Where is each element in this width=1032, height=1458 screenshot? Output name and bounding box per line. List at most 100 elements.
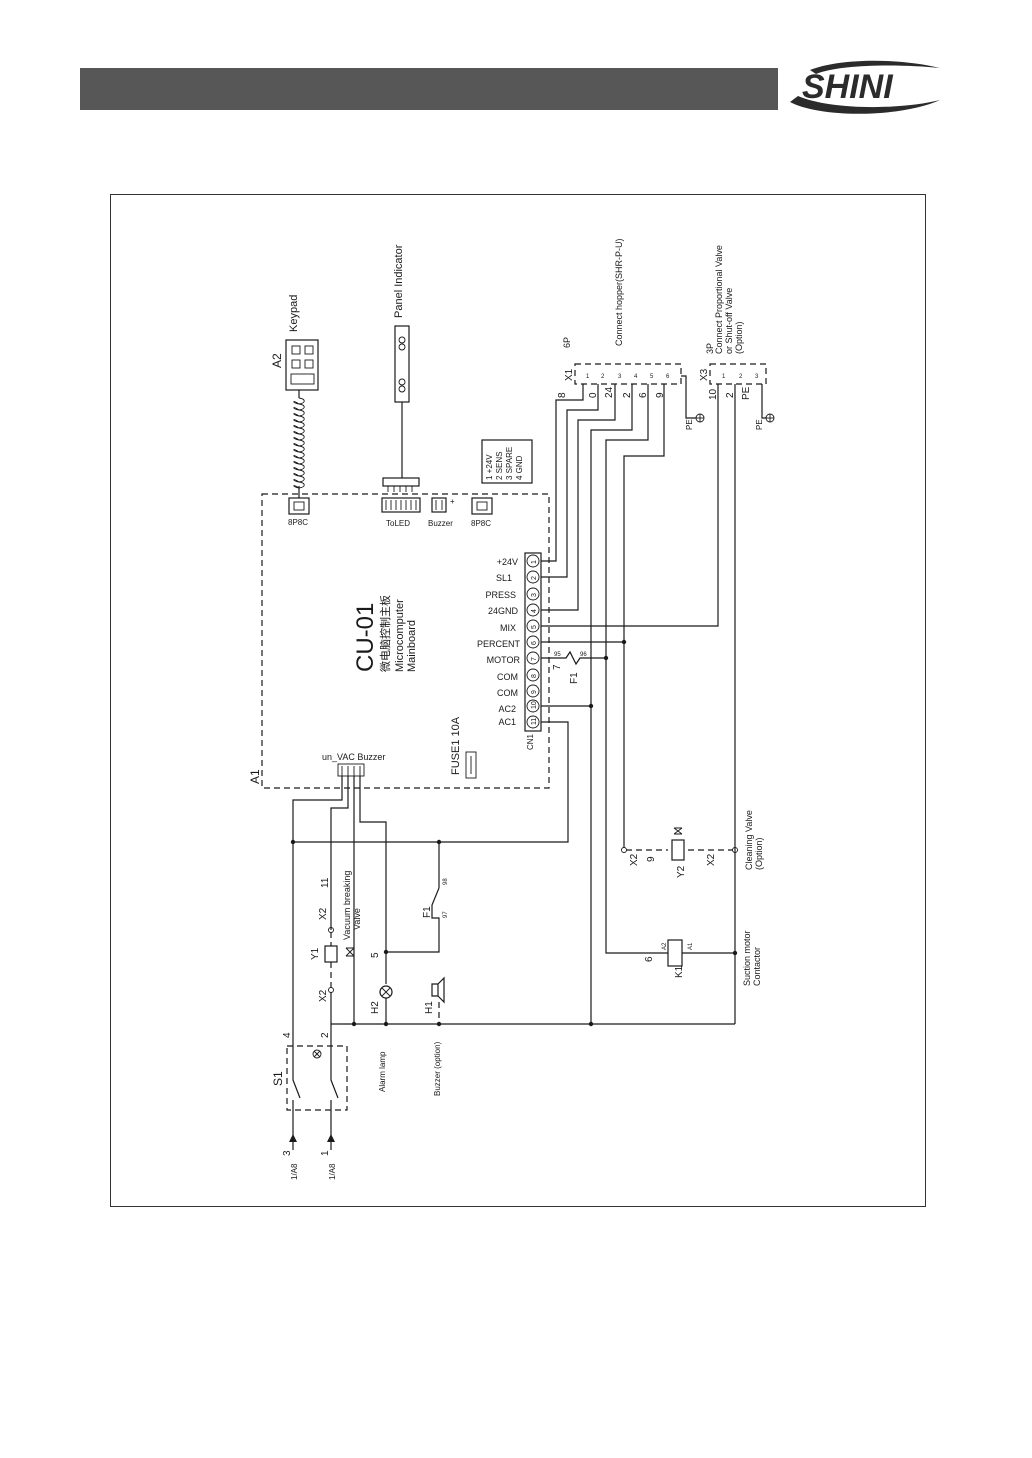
terminal-number-8: 8 (531, 674, 538, 678)
f1-lower-contact (386, 887, 440, 953)
y2-valve-icon (673, 827, 683, 835)
x3-label-3: (Option) (734, 321, 744, 354)
terminal-label-11: AC1 (498, 717, 516, 727)
fuse1-symbol (465, 751, 477, 779)
vac-wire-2 (330, 776, 349, 930)
x1-ref: X1 (564, 368, 575, 381)
sensor-note-3: 3 SPARE (505, 447, 514, 480)
terminal-number-5: 5 (531, 625, 538, 629)
f1-ref: F1 (569, 672, 580, 684)
terminal-circle-1 (526, 554, 540, 568)
terminal-number-9: 9 (531, 690, 538, 694)
junction-bus-386 (383, 1021, 389, 1027)
h2-ref: H2 (370, 1001, 381, 1014)
sensor-note-1: 1 +24V (485, 454, 494, 480)
junction-bus-354 (351, 1021, 357, 1027)
terminal-number-3: 3 (531, 593, 538, 597)
s1-source-bottom: 1/A8 (328, 1163, 337, 1180)
h1-ref: H1 (424, 1001, 435, 1014)
vac-wire-4 (359, 776, 387, 984)
y1-x2-bottom-label: X2 (318, 989, 329, 1002)
x3-pins-marks: 1 2 3 (722, 374, 759, 380)
vac-wire-1 (292, 776, 343, 1040)
x3-pe-label: PE (755, 419, 764, 430)
terminal-number-10: 10 (531, 701, 538, 709)
sensor-note-2: 2 SENS (495, 452, 504, 480)
junction-motor (603, 655, 609, 661)
panel-indicator-leds (398, 336, 406, 393)
terminal-circle-11 (526, 715, 540, 729)
k1-label-1: Suction motor (742, 930, 752, 986)
keypad-label: Keypad (288, 295, 300, 332)
junction-bus-439 (436, 1021, 442, 1027)
x1-wire-24: 24 (604, 386, 615, 398)
junction-ac1 (290, 839, 296, 845)
s1-wire-3: 3 (282, 1150, 293, 1156)
s1-switch-body (286, 1045, 348, 1111)
k1-coil (667, 939, 683, 967)
logo-swoosh (790, 96, 940, 114)
x1-pe-label: PE (685, 419, 694, 430)
keypad-coil-cable (293, 397, 305, 489)
f1-lower-ref: F1 (422, 906, 433, 918)
x1-pin-5: 5 (650, 374, 654, 380)
terminal-label-4: 24GND (488, 606, 519, 616)
x1-pin-6: 6 (666, 374, 670, 380)
h1-label: Buzzer (option) (433, 1041, 442, 1096)
shini-logo: SHINI (790, 60, 940, 114)
f1-pin-96: 96 (580, 652, 587, 658)
y2-x2-top-label: X2 (629, 853, 640, 866)
x3-label-1: Connect Proportional Valve (714, 245, 724, 354)
terminal-number-1: 1 (531, 560, 538, 564)
terminal-label-2: SL1 (496, 573, 512, 583)
terminal-circle-2 (526, 570, 540, 584)
terminal-label-7: MOTOR (487, 655, 521, 665)
x1-pin-3: 3 (618, 374, 622, 380)
y1-ref: Y1 (310, 947, 321, 960)
x3-pe-ground (761, 384, 775, 423)
port-8p8c-right-label: 8P8C (471, 519, 491, 528)
mainboard-line1: Microcomputer (394, 599, 406, 672)
x1-wire-2: 2 (622, 392, 633, 398)
cn1-label: CN1 (526, 733, 535, 750)
x3-wire-10: 10 (708, 388, 719, 400)
buzzer-port: + (431, 497, 455, 513)
x3-pin-2: 2 (739, 374, 743, 380)
k1-a2: A2 (662, 942, 668, 950)
terminal-circle-8 (526, 668, 540, 682)
terminal-circle-9 (526, 684, 540, 698)
terminal-number-7: 7 (531, 657, 538, 661)
y2-wire-9: 9 (646, 856, 657, 862)
junction-k1 (732, 950, 738, 956)
junction-lamp (383, 949, 389, 955)
buzzer-port-label: Buzzer (428, 519, 453, 528)
port-8p8c-right (471, 497, 493, 515)
x1-pin-1: 1 (586, 374, 590, 380)
x1-wire-0: 0 (588, 392, 599, 398)
s1-contact-1 (292, 1040, 301, 1140)
terminal-number-4: 4 (531, 609, 538, 613)
port-8p8c-left-label: 8P8C (288, 518, 308, 527)
mainboard-outline (261, 493, 550, 789)
f1-pin-95: 95 (554, 652, 561, 658)
y2-x2-bottom (732, 847, 738, 853)
x1-wire-8: 8 (557, 392, 568, 398)
terminal-label-6: PERCENT (477, 639, 521, 649)
x3-label-2: or Shut-off Valve (724, 288, 734, 354)
x3-pin-1: 1 (722, 374, 726, 380)
terminal-circle-10 (526, 699, 540, 713)
x1-connector (574, 363, 682, 385)
terminal-circle-6 (526, 635, 540, 649)
s1-wire-4: 4 (282, 1032, 293, 1038)
terminal-number-11: 11 (531, 718, 538, 725)
to-led-label: ToLED (386, 519, 410, 528)
vac-buzzer-label: un_VAC Buzzer (322, 752, 385, 762)
y1-coil (324, 945, 338, 963)
y2-label-1: Cleaning Valve (744, 810, 754, 870)
svg-text:+: + (450, 497, 455, 506)
terminal-label-10: AC2 (498, 704, 516, 714)
hopper-wiring (541, 384, 736, 1024)
terminal-labels: +24V SL1 PRESS 24GND MIX PERCENT MOTOR C… (477, 557, 521, 727)
x3-wire-pe: PE (741, 386, 752, 400)
f1-lower-pin-98: 98 (443, 878, 449, 885)
